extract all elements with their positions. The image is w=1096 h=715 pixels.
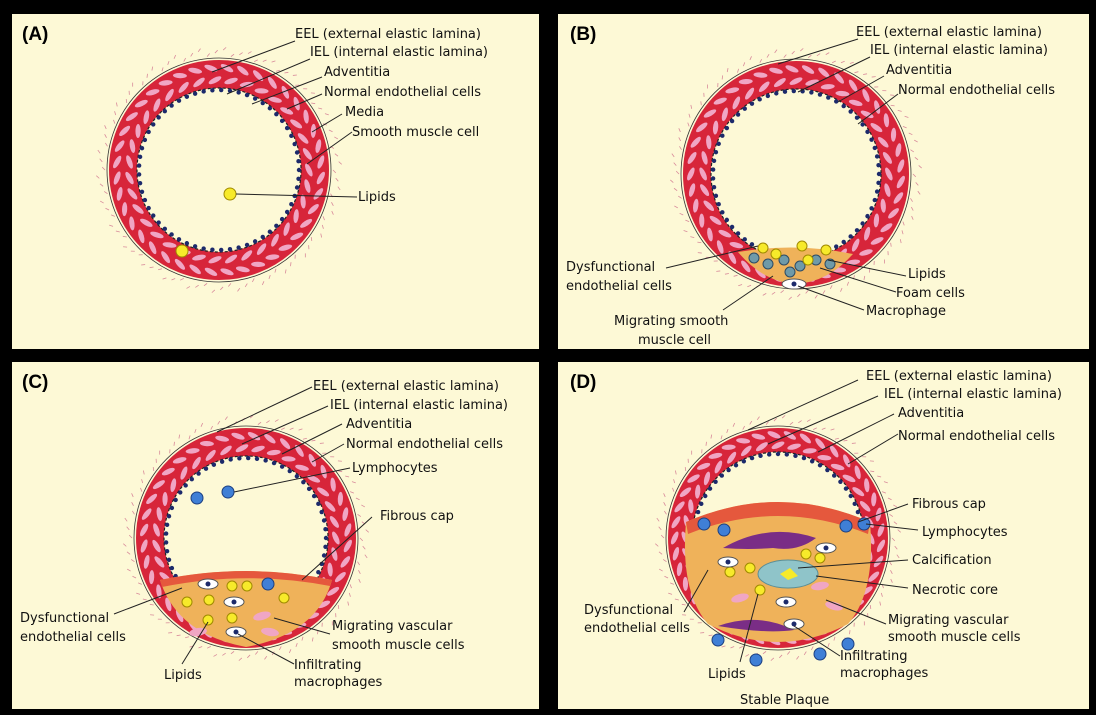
label-infiltrating-line2: macrophages — [294, 675, 382, 690]
label-migrating-line2: smooth muscle cells — [888, 630, 1021, 645]
label-infiltrating-line1: Infiltrating — [840, 649, 907, 664]
label-normal-endothelial: Normal endothelial cells — [898, 429, 1055, 444]
label-fibrous-cap: Fibrous cap — [912, 497, 986, 512]
panel-d: (D) — [558, 362, 1089, 709]
label-migrating-line2: muscle cell — [638, 333, 711, 348]
label-migrating-line2: smooth muscle cells — [332, 638, 465, 653]
label-lymphocytes: Lymphocytes — [922, 525, 1008, 540]
panel-c-letter: (C) — [22, 372, 48, 393]
label-iel: IEL (internal elastic lamina) — [310, 45, 488, 60]
panel-a: (A) EEL (external elastic lamina) IEL (i… — [12, 14, 539, 349]
panel-a-letter: (A) — [22, 24, 48, 45]
label-adventitia: Adventitia — [346, 417, 412, 432]
panel-b-diagram: (B) — [558, 14, 1089, 349]
label-dysfunctional-line1: Dysfunctional — [584, 603, 673, 618]
lipid-droplet — [176, 245, 188, 257]
label-adventitia: Adventitia — [898, 406, 964, 421]
panel-d-letter: (D) — [570, 372, 596, 393]
label-normal-endothelial: Normal endothelial cells — [346, 437, 503, 452]
label-smooth-muscle: Smooth muscle cell — [352, 125, 479, 140]
label-lipids: Lipids — [708, 667, 746, 682]
label-migrating-line1: Migrating vascular — [888, 613, 1009, 628]
label-necrotic-core: Necrotic core — [912, 583, 998, 598]
panel-c-diagram: (C) — [12, 362, 539, 709]
label-lipids: Lipids — [164, 668, 202, 683]
label-dysfunctional-line2: endothelial cells — [584, 621, 690, 636]
macrophage-nucleus — [792, 282, 797, 287]
label-adventitia: Adventitia — [886, 63, 952, 78]
label-dysfunctional-line1: Dysfunctional — [20, 611, 109, 626]
label-dysfunctional-line2: endothelial cells — [20, 630, 126, 645]
label-lipids: Lipids — [908, 267, 946, 282]
label-eel: EEL (external elastic lamina) — [295, 27, 481, 42]
label-dysfunctional-line1: Dysfunctional — [566, 260, 655, 275]
vessel-cross-section — [96, 47, 341, 292]
label-adventitia: Adventitia — [324, 65, 390, 80]
panel-a-diagram: (A) EEL (external elastic lamina) IEL (i… — [12, 14, 539, 349]
label-foam-cells: Foam cells — [896, 286, 965, 301]
label-migrating-line1: Migrating smooth — [614, 314, 728, 329]
lipid-droplet — [224, 188, 236, 200]
label-media: Media — [345, 105, 384, 120]
label-iel: IEL (internal elastic lamina) — [330, 398, 508, 413]
label-iel: IEL (internal elastic lamina) — [884, 387, 1062, 402]
label-calcification: Calcification — [912, 553, 992, 568]
label-eel: EEL (external elastic lamina) — [866, 369, 1052, 384]
label-migrating-line1: Migrating vascular — [332, 619, 453, 634]
stable-plaque-caption: Stable Plaque — [740, 693, 829, 708]
panel-b: (B) — [558, 14, 1089, 349]
label-macrophage: Macrophage — [866, 304, 946, 319]
panel-c: (C) — [12, 362, 539, 709]
label-lipids: Lipids — [358, 190, 396, 205]
panel-b-letter: (B) — [570, 24, 596, 45]
panel-d-diagram: (D) — [558, 362, 1089, 709]
label-lymphocytes: Lymphocytes — [352, 461, 438, 476]
label-normal-endothelial: Normal endothelial cells — [324, 85, 481, 100]
label-dysfunctional-line2: endothelial cells — [566, 279, 672, 294]
label-iel: IEL (internal elastic lamina) — [870, 43, 1048, 58]
label-fibrous-cap: Fibrous cap — [380, 509, 454, 524]
label-infiltrating-line2: macrophages — [840, 666, 928, 681]
label-normal-endothelial: Normal endothelial cells — [898, 83, 1055, 98]
label-infiltrating-line1: Infiltrating — [294, 658, 361, 673]
label-eel: EEL (external elastic lamina) — [313, 379, 499, 394]
label-eel: EEL (external elastic lamina) — [856, 25, 1042, 40]
